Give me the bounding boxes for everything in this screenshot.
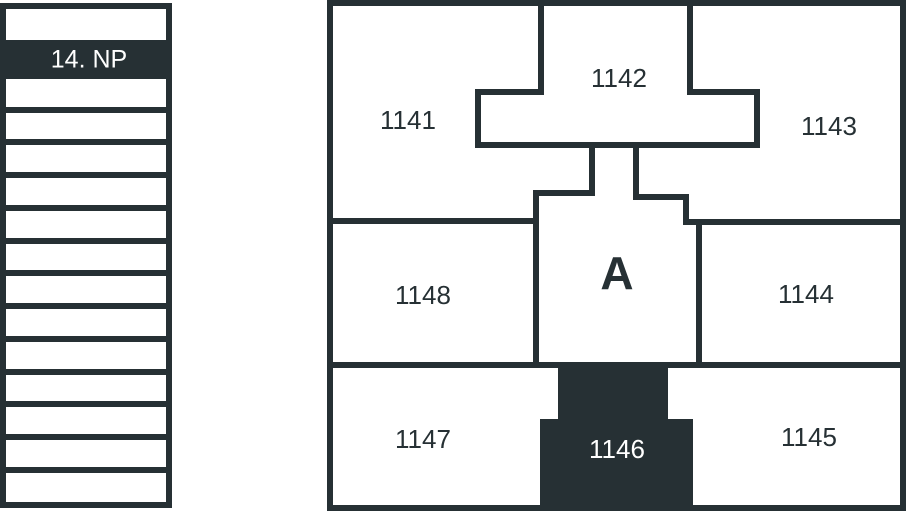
wall-corridor-left (533, 142, 595, 367)
room-1146-selected[interactable] (540, 362, 693, 511)
room-1142-label[interactable]: 1142 (591, 63, 647, 93)
building-outline (0, 3, 172, 508)
core-label: A (600, 247, 633, 299)
room-1146-label[interactable]: 1146 (589, 434, 645, 464)
room-1141-label[interactable]: 1141 (380, 105, 436, 135)
floor-plan: 1141 1142 1143 1148 A 1144 1147 1146 114… (327, 0, 906, 511)
wall-corridor-right (633, 142, 906, 225)
room-1145-label[interactable]: 1145 (781, 422, 837, 452)
room-1144-label[interactable]: 1144 (778, 279, 834, 309)
floor-selector: 14. NP (0, 3, 172, 508)
wall-room-1142 (475, 1, 760, 148)
room-1147-label[interactable]: 1147 (395, 424, 451, 454)
room-1143-label[interactable]: 1143 (801, 111, 857, 141)
room-1148-label[interactable]: 1148 (395, 280, 451, 310)
floor-current[interactable] (0, 40, 172, 79)
floor-current-label: 14. NP (51, 46, 127, 74)
